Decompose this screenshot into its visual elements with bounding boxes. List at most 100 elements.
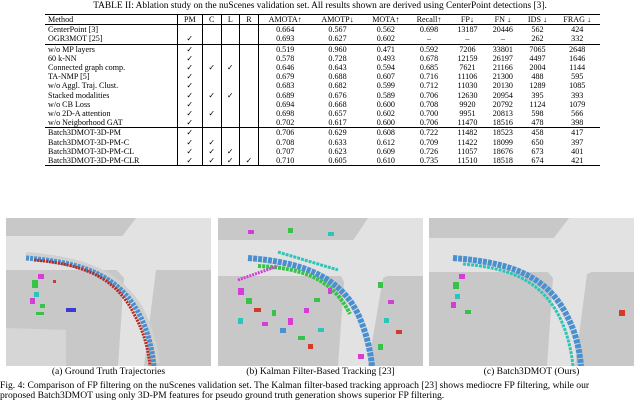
cell-frag: 1646 (569, 53, 586, 63)
cell-fn: – (500, 34, 505, 44)
ground-truth-map (6, 218, 211, 366)
cell-amotp: 0.567 (328, 25, 347, 35)
cell-frag: 595 (571, 72, 584, 82)
col-header: MOTA↑ (372, 15, 400, 24)
cell-method: Connected graph comp. (48, 63, 126, 73)
cell-pm (176, 24, 203, 35)
cell-ids: 478 (531, 118, 544, 128)
cell-ids: 395 (531, 90, 544, 100)
cell-c: ✓ (201, 90, 222, 100)
cell-l (220, 24, 240, 35)
cell-frag: 393 (571, 90, 584, 100)
col-header: AMOTP↓ (321, 15, 354, 24)
cell-pm: ✓ (176, 90, 203, 100)
cell-recall: 0.706 (419, 118, 439, 128)
cell-c (201, 127, 222, 138)
cell-l (220, 109, 240, 119)
cell-fp: 7206 (459, 44, 476, 54)
cell-recall: 0.592 (419, 44, 439, 54)
cell-method: Stacked modalities (48, 90, 110, 100)
cell-frag: 417 (571, 128, 584, 138)
subcaption-c: (c) Batch3DMOT (Ours) (483, 366, 580, 377)
kalman-map (218, 218, 423, 366)
cell-method: w/o MP layers (48, 44, 95, 54)
cell-method: w/o 2D-A attention (48, 109, 111, 119)
panel-batch3dmot (429, 218, 634, 366)
cell-pm: ✓ (176, 81, 203, 91)
cell-pm: ✓ (176, 109, 203, 119)
cell-pm: ✓ (176, 44, 203, 54)
cell-r (239, 72, 259, 82)
table-caption: TABLE II: Ablation study on the nuScenes… (93, 1, 547, 11)
cell-fp: – (465, 34, 470, 44)
cell-c (201, 53, 222, 64)
subcaption-b: (b) Kalman Filter-Based Tracking [23] (246, 366, 395, 377)
cell-mota: 0.599 (376, 81, 395, 91)
cell-ids: 650 (531, 137, 544, 147)
cell-pm: ✓ (176, 99, 203, 110)
cell-amotp: 0.605 (328, 156, 347, 166)
cell-amotp: 0.960 (328, 44, 347, 54)
panel-kalman (218, 218, 423, 366)
cell-frag: 397 (571, 137, 584, 147)
cell-l (220, 44, 240, 54)
cell-recall: 0.709 (419, 137, 439, 147)
col-header: PM (176, 14, 203, 25)
cell-c: ✓ (201, 146, 222, 157)
cell-mota: 0.612 (376, 137, 395, 147)
cell-frag: 332 (571, 34, 584, 44)
cell-mota: 0.602 (376, 109, 395, 119)
cell-r (239, 44, 259, 54)
cell-fn: 20792 (492, 99, 513, 109)
cell-r (239, 34, 259, 45)
cell-method: TA-NMP [5] (48, 72, 90, 82)
cell-ids: 458 (531, 128, 544, 138)
ablation-table: Method PM C L R AMOTA↑ AMOTP↓ MOTA↑ Reca… (45, 14, 600, 166)
cell-r (239, 127, 259, 138)
cell-method: 60 k-NN (48, 53, 77, 63)
cell-recall: 0.698 (419, 25, 439, 35)
cell-ids: 598 (531, 109, 544, 119)
cell-amota: 0.664 (257, 24, 312, 35)
cell-fp: 12159 (457, 53, 478, 63)
col-header: L (220, 14, 240, 25)
cell-amota: 0.679 (257, 72, 312, 82)
cell-l (220, 34, 240, 45)
cell-recall: – (426, 34, 432, 44)
cell-r (239, 53, 259, 64)
cell-c (201, 118, 222, 128)
cell-recall: 0.716 (419, 72, 439, 82)
col-header: Recall↑ (416, 15, 442, 24)
cell-frag: 398 (571, 118, 584, 128)
cell-method: CenterPoint [3] (48, 25, 99, 35)
cell-r (239, 81, 259, 91)
cell-mota: 0.600 (376, 99, 395, 109)
cell-amotp: 0.623 (328, 146, 347, 156)
cell-ids: 7065 (529, 44, 546, 54)
figure-caption-line-1: Fig. 4: Comparison of FP filtering on th… (0, 380, 590, 391)
cell-fp: 11106 (457, 72, 478, 82)
cell-c: ✓ (201, 63, 222, 73)
cell-fp: 11482 (457, 128, 478, 138)
cell-method: w/o Neigborhood GAT (48, 118, 123, 128)
cell-fn: 18516 (492, 118, 513, 128)
cell-ids: 4497 (529, 53, 546, 63)
col-header: C (201, 14, 222, 25)
cell-ids: 488 (531, 72, 544, 82)
cell-method: Batch3DMOT-3D-PM (48, 128, 121, 138)
cell-fp: 9920 (459, 99, 476, 109)
cell-pm: ✓ (176, 127, 203, 138)
cell-pm: ✓ (176, 72, 203, 82)
cell-recall: 0.706 (419, 90, 439, 100)
cell-amota: 0.693 (257, 34, 312, 45)
cell-frag: 424 (571, 25, 584, 35)
cell-mota: 0.471 (376, 44, 395, 54)
cell-pm: ✓ (176, 137, 203, 147)
cell-amotp: 0.728 (328, 53, 347, 63)
